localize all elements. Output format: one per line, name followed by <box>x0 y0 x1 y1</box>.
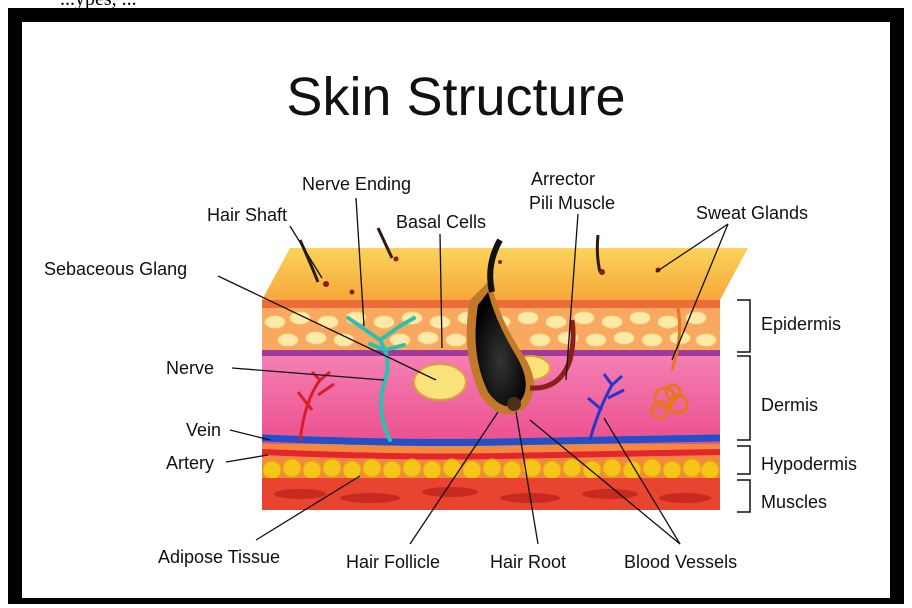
skin-surface <box>262 248 748 300</box>
label-hair-shaft: Hair Shaft <box>207 206 287 224</box>
label-blood-vessels: Blood Vessels <box>624 553 737 571</box>
adipose-cells <box>263 459 719 479</box>
label-nerve: Nerve <box>166 359 214 377</box>
label-adipose-tissue: Adipose Tissue <box>158 548 280 566</box>
layer-label-epidermis: Epidermis <box>761 315 841 333</box>
label-pili-muscle: Pili Muscle <box>529 194 615 212</box>
label-basal-cells: Basal Cells <box>396 213 486 231</box>
label-artery: Artery <box>166 454 214 472</box>
label-hair-root: Hair Root <box>490 553 566 571</box>
sebaceous-gland <box>414 364 466 400</box>
label-sweat-glands: Sweat Glands <box>696 204 808 222</box>
label-hair-follicle: Hair Follicle <box>346 553 440 571</box>
layer-label-muscles: Muscles <box>761 493 827 511</box>
layer-label-hypodermis: Hypodermis <box>761 455 857 473</box>
vein-vessel <box>262 438 720 443</box>
label-sebaceous-glang: Sebaceous Glang <box>44 260 187 278</box>
label-vein: Vein <box>186 421 221 439</box>
label-nerve-ending: Nerve Ending <box>302 175 411 193</box>
label-arrector: Arrector <box>531 170 595 188</box>
layer-label-dermis: Dermis <box>761 396 818 414</box>
layer-brackets <box>737 300 750 512</box>
hair-root <box>507 397 521 411</box>
